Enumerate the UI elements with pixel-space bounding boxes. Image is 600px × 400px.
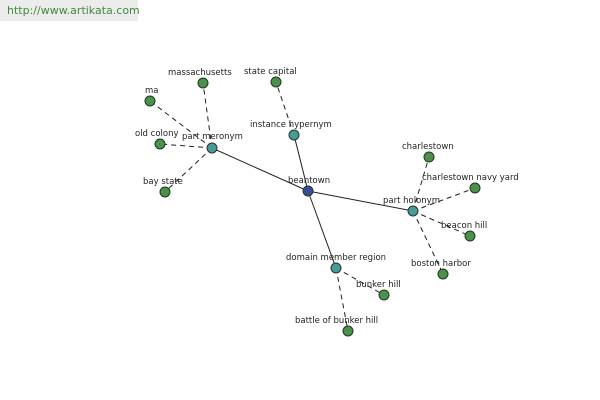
node-label-battle-of-bunker-hill[interactable]: battle of bunker hill (295, 316, 378, 326)
node-label-part-meronym[interactable]: part meronym (182, 132, 243, 142)
node-label-instance-hypernym[interactable]: instance hypernym (250, 120, 332, 130)
node-label-domain-member-region[interactable]: domain member region (286, 253, 386, 263)
node-massachusetts[interactable] (197, 77, 209, 89)
edge-part-holonym-to-boston-harbor (412, 210, 444, 275)
edge-part-meronym-to-old-colony (159, 143, 213, 149)
edge-part-holonym-to-charlestown-navy-yard (412, 187, 476, 212)
node-charlestown-navy-yard[interactable] (469, 182, 481, 194)
edge-domain-member-region-to-bunker-hill (335, 267, 385, 296)
node-boston-harbor[interactable] (437, 268, 449, 280)
nodes-layer (144, 76, 481, 337)
node-label-charlestown-navy-yard[interactable]: charlestown navy yard (422, 173, 519, 183)
node-state-capital[interactable] (270, 76, 282, 88)
url-bar: http://www.artikata.com (0, 0, 140, 21)
node-label-beantown[interactable]: beantown (288, 176, 330, 186)
node-battle-of-bunker-hill[interactable] (342, 325, 354, 337)
node-beantown[interactable] (302, 185, 314, 197)
site-url-link[interactable]: http://www.artikata.com (7, 4, 140, 17)
edge-domain-member-region-to-battle-of-bunker-hill (335, 267, 349, 332)
node-label-old-colony[interactable]: old colony (135, 129, 179, 139)
edge-part-meronym-to-massachusetts (202, 82, 213, 149)
edge-part-meronym-to-ma (149, 100, 213, 149)
node-charlestown[interactable] (423, 151, 435, 163)
node-instance-hypernym[interactable] (288, 129, 300, 141)
edge-part-holonym-to-charlestown (412, 156, 430, 212)
node-label-part-holonym[interactable]: part holonym (383, 196, 440, 206)
labels-layer: beantown instance hypernym part meronym par… (135, 67, 519, 326)
node-label-state-capital[interactable]: state capital (244, 67, 297, 77)
node-label-boston-harbor[interactable]: boston harbor (411, 259, 471, 269)
node-label-bunker-hill[interactable]: bunker hill (356, 280, 401, 290)
edges-layer (149, 81, 476, 332)
node-old-colony[interactable] (154, 138, 166, 150)
node-label-bay-state[interactable]: bay state (143, 177, 183, 187)
node-beacon-hill[interactable] (464, 230, 476, 242)
node-part-holonym[interactable] (407, 205, 419, 217)
node-part-meronym[interactable] (206, 142, 218, 154)
node-domain-member-region[interactable] (330, 262, 342, 274)
edge-beantown-to-domain-member-region (307, 190, 337, 269)
node-bunker-hill[interactable] (378, 289, 390, 301)
node-label-charlestown[interactable]: charlestown (402, 142, 454, 152)
edge-beantown-to-part-holonym (307, 190, 414, 212)
edge-beantown-to-instance-hypernym (293, 134, 309, 192)
node-ma[interactable] (144, 95, 156, 107)
node-label-massachusetts[interactable]: massachusetts (168, 68, 232, 78)
edge-part-holonym-to-beacon-hill (412, 210, 471, 237)
edge-instance-hypernym-to-state-capital (275, 81, 295, 136)
edge-beantown-to-part-meronym (211, 147, 309, 192)
node-label-beacon-hill[interactable]: beacon hill (441, 221, 487, 231)
edge-part-meronym-to-bay-state (164, 147, 213, 193)
node-bay-state[interactable] (159, 186, 171, 198)
node-label-ma[interactable]: ma (145, 86, 159, 96)
